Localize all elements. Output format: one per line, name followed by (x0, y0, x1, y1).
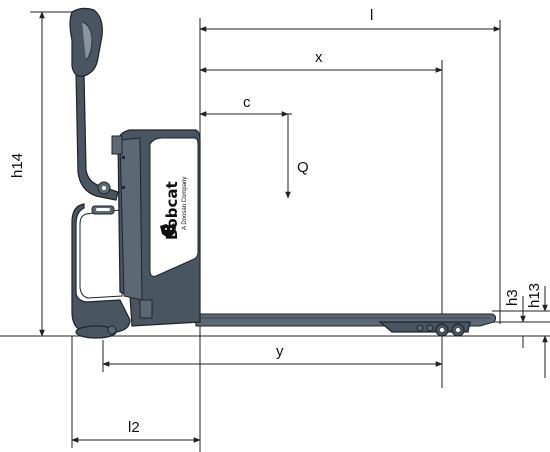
dimension-l: l (199, 7, 501, 32)
dimension-h14: h14 (9, 11, 45, 337)
dimension-y: y (102, 343, 443, 367)
dimension-h3: h3 (504, 289, 526, 348)
dimension-c-label: c (243, 94, 251, 111)
dimension-x-label: x (315, 49, 323, 66)
dimension-h13: h13 (526, 283, 548, 378)
dimension-h13-label: h13 (526, 283, 543, 308)
main-body (111, 129, 201, 327)
dimension-l2-label: l2 (128, 419, 140, 436)
dimension-x: x (199, 49, 443, 73)
dimension-y-label: y (276, 343, 284, 360)
pallet-truck: Bobcat A Doosan Company (69, 7, 497, 339)
tiller-arm (69, 7, 119, 201)
load-q: Q (285, 114, 309, 199)
brand-panel (149, 137, 199, 277)
dimension-c: c (199, 94, 289, 117)
load-q-label: Q (297, 159, 309, 176)
fork (194, 313, 497, 333)
dimension-l-label: l (370, 7, 373, 24)
dimension-h14-label: h14 (9, 153, 26, 178)
load-wheels (416, 323, 465, 337)
drive-housing (71, 203, 131, 333)
extension-lines (30, 11, 550, 452)
brand-tagline: A Doosan Company (182, 177, 188, 230)
bobcat-mascot-icon (160, 223, 176, 238)
drive-wheel (75, 325, 117, 339)
dimension-l2: l2 (71, 419, 201, 443)
dimension-h3-label: h3 (504, 289, 521, 306)
